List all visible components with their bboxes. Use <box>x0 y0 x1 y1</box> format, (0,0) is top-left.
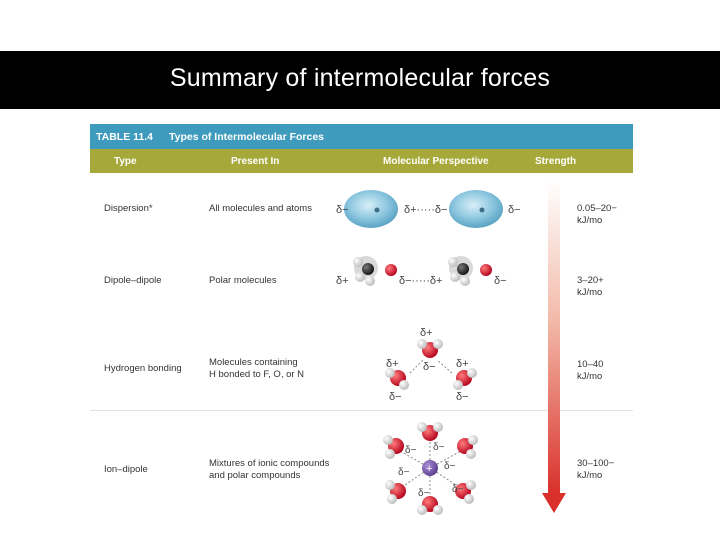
ion-charge-label: + <box>426 463 432 475</box>
row-strength: 3–20+ kJ/mo <box>577 275 604 299</box>
table-header: TABLE 11.4 Types of Intermolecular Force… <box>90 124 633 149</box>
table-title: Types of Intermolecular Forces <box>169 131 325 143</box>
delta-label: δ− <box>389 391 402 403</box>
row-type: Hydrogen bonding <box>104 363 182 374</box>
strength-value: 30–100− <box>577 458 615 469</box>
delta-label: δ− <box>494 275 507 287</box>
strength-arrow-icon <box>542 180 566 513</box>
present-line-1: Molecules containing <box>209 357 298 368</box>
column-header-strength: Strength <box>535 156 577 167</box>
delta-label: δ− <box>418 488 430 499</box>
delta-label: δ+ <box>386 358 399 370</box>
row-present-in: All molecules and atoms <box>209 203 312 214</box>
row-strength: 30–100− kJ/mo <box>577 458 614 482</box>
ion-dipole-molecules: + δ− δ− δ− δ− δ− δ− <box>383 422 478 515</box>
row-type: Dipole–dipole <box>104 275 162 286</box>
strength-unit: kJ/mo <box>577 470 603 481</box>
delta-label: δ− <box>398 467 410 478</box>
delta-label: δ−·····δ+ <box>399 275 442 287</box>
delta-label: δ− <box>508 204 521 216</box>
delta-label: δ+ <box>420 327 433 339</box>
slide-title: Summary of intermolecular forces <box>169 64 551 92</box>
hydrogen-bonding-molecules: δ+ δ− δ+ δ+ δ− δ− <box>385 327 477 403</box>
delta-label: δ− <box>444 461 456 472</box>
column-header-type: Type <box>114 156 137 167</box>
delta-label: δ− <box>336 204 349 216</box>
strength-value: 3–20+ <box>577 275 604 286</box>
present-line-2: H bonded to F, O, or N <box>209 369 305 380</box>
row-present-in: Mixtures of ionic compounds and polar co… <box>209 458 329 482</box>
delta-label: δ+ <box>456 358 469 370</box>
row-strength: 0.05–20− kJ/mo <box>577 203 617 227</box>
row-present-in: Polar molecules <box>209 275 277 286</box>
slide-title-bar: Summary of intermolecular forces <box>0 51 720 109</box>
table-number: TABLE 11.4 <box>96 131 153 143</box>
row-divider <box>90 410 633 411</box>
delta-label: δ+·····δ− <box>404 204 447 216</box>
strength-unit: kJ/mo <box>577 215 603 226</box>
delta-label: δ− <box>456 391 469 403</box>
delta-label: δ+ <box>336 275 349 287</box>
delta-label: δ− <box>423 361 436 373</box>
strength-value: 0.05–20− <box>577 203 617 214</box>
row-present-in: Molecules containing H bonded to F, O, o… <box>209 357 304 381</box>
column-header-molecular-perspective: Molecular Perspective <box>383 156 489 167</box>
dipole-dipole-molecules: δ+ δ−·····δ+ δ− <box>336 256 507 287</box>
column-header-row: Type Present In Molecular Perspective St… <box>90 149 633 173</box>
delta-label: δ− <box>405 445 417 456</box>
column-header-present-in: Present In <box>231 156 280 167</box>
strength-unit: kJ/mo <box>577 371 603 382</box>
dispersion-molecules: δ− δ+·····δ− δ− <box>336 190 521 228</box>
strength-value: 10–40 <box>577 359 604 370</box>
delta-label: δ− <box>433 442 445 453</box>
present-line-2: and polar compounds <box>209 470 301 481</box>
strength-unit: kJ/mo <box>577 287 603 298</box>
row-type: Ion–dipole <box>104 464 148 475</box>
row-strength: 10–40 kJ/mo <box>577 359 603 383</box>
present-line-1: Mixtures of ionic compounds <box>209 458 330 469</box>
molecular-perspective-illustration: δ− δ+·····δ− δ− δ+ δ−·····δ+ δ− δ+ δ− δ+… <box>336 190 521 515</box>
row-type: Dispersion* <box>104 203 153 214</box>
delta-label: δ− <box>452 484 464 495</box>
